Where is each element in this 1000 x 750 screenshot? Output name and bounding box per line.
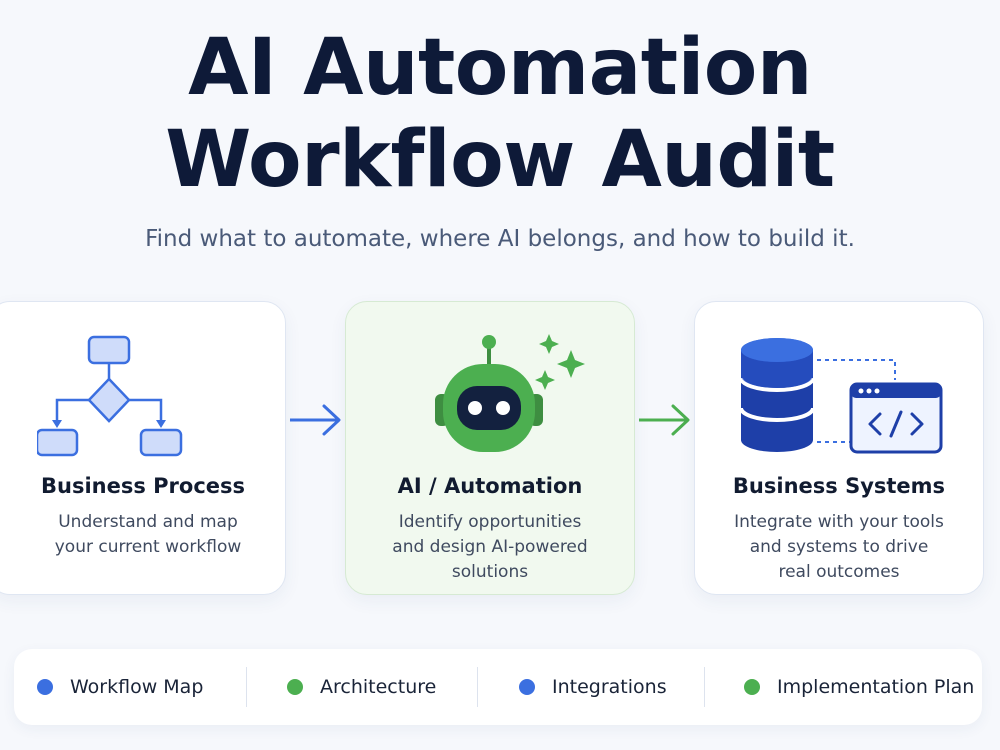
deliverable-integrations: Integrations — [519, 649, 667, 725]
title-line-2: Workflow Audit — [165, 115, 835, 205]
deliverable-label: Architecture — [320, 676, 437, 698]
card-title: AI / Automation — [397, 474, 583, 498]
database-icon — [739, 338, 815, 452]
card-description: Identify opportunities and design AI-pow… — [366, 510, 614, 585]
database-code-icon — [695, 332, 983, 472]
desc-line: and design AI-powered — [392, 537, 588, 557]
card-description: Integrate with your tools and systems to… — [715, 510, 963, 585]
deliverables-bar: Workflow Map Architecture Integrations I… — [14, 649, 982, 725]
card-title: Business Systems — [732, 474, 946, 498]
deliverable-architecture: Architecture — [287, 649, 436, 725]
business-systems-card: Business Systems Integrate with your too… — [694, 301, 984, 595]
arrow-right-icon — [288, 400, 344, 444]
arrow-right-icon — [637, 400, 693, 444]
card-description: Understand and map your current workflow — [19, 510, 265, 560]
business-process-card: Business Process Understand and map your… — [0, 301, 286, 595]
divider — [246, 667, 247, 707]
deliverable-implementation-plan: Implementation Plan — [744, 649, 974, 725]
bullet-dot-icon — [519, 679, 535, 695]
page-title: AI Automation Workflow Audit — [0, 22, 1000, 206]
desc-line: Identify opportunities — [398, 512, 582, 532]
robot-icon — [346, 332, 634, 472]
ai-automation-card: AI / Automation Identify opportunities a… — [345, 301, 635, 595]
deliverable-workflow-map: Workflow Map — [37, 649, 203, 725]
card-title: Business Process — [40, 474, 246, 498]
deliverable-label: Integrations — [552, 676, 667, 698]
desc-line: Integrate with your tools — [734, 512, 944, 532]
deliverable-label: Implementation Plan — [777, 676, 975, 698]
desc-line: Understand and map — [58, 512, 238, 532]
desc-line: real outcomes — [778, 562, 900, 582]
title-line-1: AI Automation — [188, 23, 812, 113]
bullet-dot-icon — [744, 679, 760, 695]
bullet-dot-icon — [37, 679, 53, 695]
divider — [704, 667, 705, 707]
deliverable-label: Workflow Map — [70, 676, 204, 698]
divider — [477, 667, 478, 707]
code-window-icon — [849, 382, 943, 454]
flowchart-icon — [0, 332, 285, 472]
desc-line: and systems to drive — [749, 537, 929, 557]
page-subtitle: Find what to automate, where AI belongs,… — [145, 226, 855, 252]
desc-line: your current workflow — [54, 537, 242, 557]
bullet-dot-icon — [287, 679, 303, 695]
sparkle-icon — [557, 350, 585, 378]
desc-line: solutions — [451, 562, 529, 582]
